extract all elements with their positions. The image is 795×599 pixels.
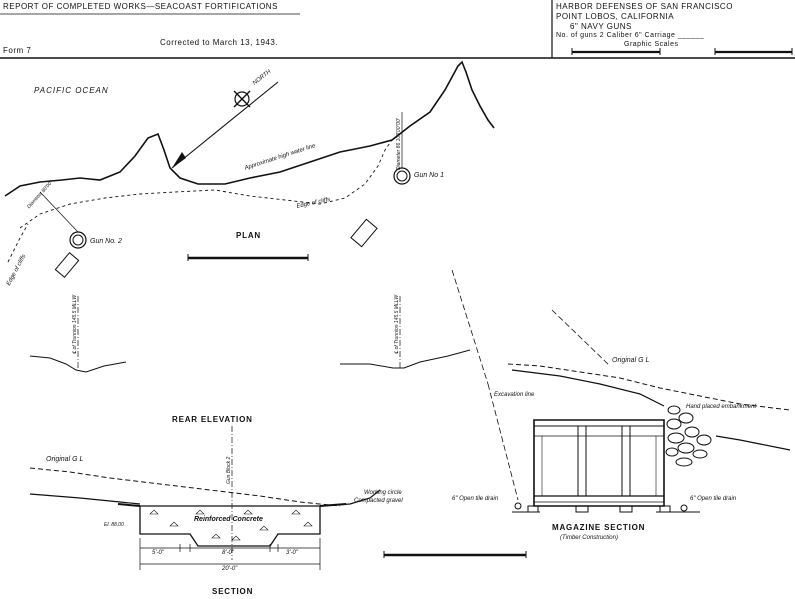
working-circle-label: Working circle [364,490,402,496]
dimension-total: 20'-0" [222,566,238,572]
magazine-box [534,420,664,506]
drain-right-label: 6" Open tile drain [690,496,737,502]
trunnion-left-label: ℄ of Trunnion 145.5 MLLW [72,294,78,354]
excavation-line-lower [488,384,518,500]
edge-of-cliffs-line [20,140,392,228]
compacted-gravel [118,504,346,506]
rear-elevation-ground-right [340,350,470,368]
magazine-subtitle: (Timber Construction) [560,535,618,541]
graphic-scales-label: Graphic Scales [624,41,679,48]
rear-elevation-title: REAR ELEVATION [172,415,253,424]
concrete-hatching [150,510,312,540]
section-ground-line [30,468,340,506]
section-ground-solid [30,494,140,504]
guns-type: 6" NAVY GUNS [570,22,632,31]
corrected-date: Corrected to March 13, 1943. [160,38,279,47]
magazine-original-ground [508,364,790,410]
gun-no2-circle [70,232,86,248]
section-title: SECTION [212,587,254,596]
gun-no2-axis [40,192,78,232]
magazine-original-gl: Original G L [612,357,650,364]
excavation-line-upper [452,270,488,384]
coastline [5,62,494,196]
gun-no1-circle [394,168,410,184]
magazine-footings [528,506,670,512]
defense-name: HARBOR DEFENSES OF SAN FRANCISCO [556,2,733,11]
section-graphic-scale [384,551,526,558]
rear-elevation-ground [30,356,126,372]
magazine-plan-left [55,253,78,278]
dimension-3: 3'-0" [286,550,298,556]
gun-no1-elevation: Diameter 86 103'00"00' [396,118,402,170]
north-arrow-circle [235,92,249,106]
header-graphic-scales [572,48,792,55]
magazine-grade-right [716,436,790,450]
concrete-label: Reinforced Concrete [194,516,263,523]
concrete-block [140,506,320,546]
gun-no1-circle-inner [397,171,407,181]
plan-graphic-scale [188,254,308,261]
report-title: REPORT OF COMPLETED WORKS—SEACOAST FORTI… [3,2,278,11]
gun-no1-label: Gun No 1 [414,172,444,179]
magazine-embankment-slope [512,370,664,406]
magazine-plan-right [351,219,377,246]
drain-right-icon [681,505,687,511]
north-arrow-head [172,152,186,168]
gun-no2-circle-inner [73,235,83,245]
drain-left-icon [515,503,521,509]
compacted-gravel-label: Compacted gravel [354,498,403,504]
edge-of-cliffs-left [8,224,28,262]
north-arrow-line [172,82,278,168]
plan-title: PLAN [236,231,261,240]
magazine-title: MAGAZINE SECTION [552,523,646,532]
magazine-post-right [622,426,630,496]
embankment-slope-top [552,310,610,366]
elevation-label: El. 88.00 [104,522,124,528]
section-original-gl: Original G L [46,456,84,463]
drain-left-label: 6" Open tile drain [452,496,499,502]
excavation-line-label: Excavation line [494,392,535,398]
section-dimensions [140,538,320,570]
form-number: Form 7 [3,46,32,55]
trunnion-right-label: ℄ of Trunnion 145.5 MLLW [394,294,400,354]
ocean-label: PACIFIC OCEAN [34,86,109,95]
hand-placed-embankment [665,405,712,467]
dimension-2: 8'-0" [222,550,234,556]
gun-block-label: Gun Block 2 [226,456,232,484]
guns-count-line: No. of guns 2 Caliber 6" Carriage ______ [556,32,705,39]
dimension-1: 5'-0" [152,550,164,556]
magazine-post-left [578,426,586,496]
embankment-label: Hand placed embankment [686,404,757,410]
location-name: POINT LOBOS, CALIFORNIA [556,12,675,21]
gun-no2-label: Gun No. 2 [90,238,122,245]
